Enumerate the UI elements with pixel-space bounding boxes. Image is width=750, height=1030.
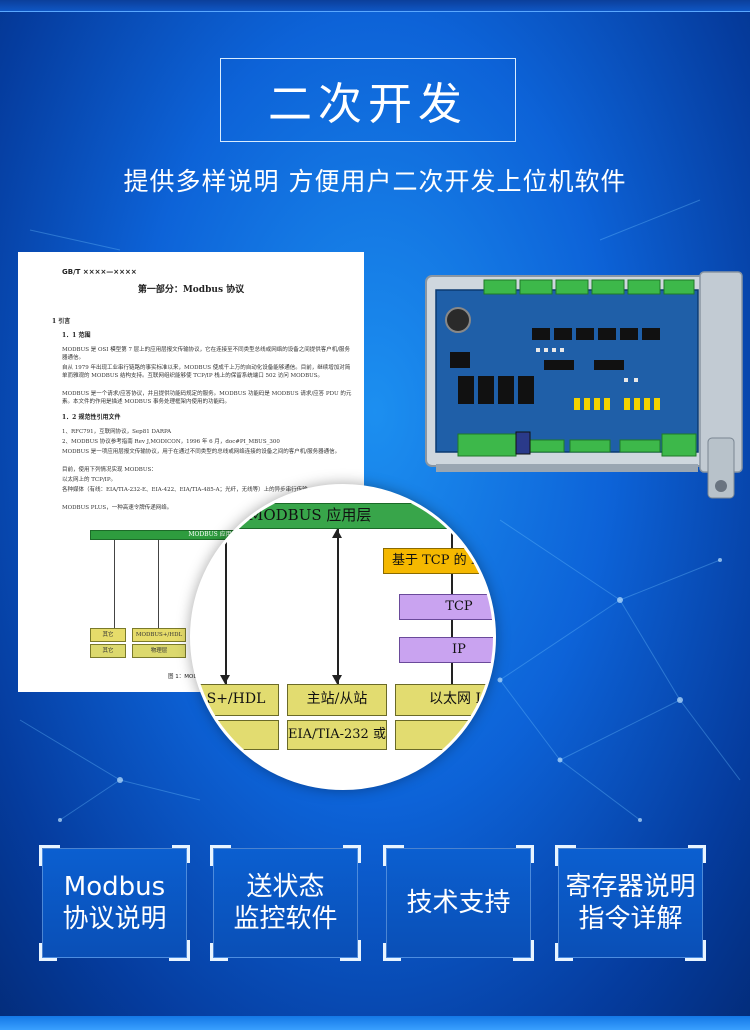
page-subtitle: 提供多样说明 方便用户二次开发上位机软件 xyxy=(123,167,627,196)
feature-label: 技术支持 xyxy=(406,888,511,918)
doc-section-1-1: 1．1 范围 xyxy=(62,332,91,339)
doc-part-title: 第一部分：Modbus 协议 xyxy=(137,285,245,295)
doc-diagram-box-phy: 物理层 xyxy=(132,644,186,658)
doc-para-8: MODBUS PLUS，一种高速令牌传递网络。 xyxy=(62,505,173,511)
mag-app-layer: MODBUS 应用层 xyxy=(223,503,493,529)
mag-tcp-based: 基于 TCP 的 Mo xyxy=(383,548,493,574)
doc-diagram-box-modbus-hdl: MODBUS+/HDL xyxy=(132,628,186,642)
doc-section-1: 1 引言 xyxy=(52,318,71,325)
doc-para-2: 自从 1979 年出现工业串行链路的事实标准以来，MODBUS 使成千上万的自动… xyxy=(62,365,351,379)
doc-diagram-box-other: 其它 xyxy=(90,628,126,642)
doc-para-6: 以太网上的 TCP/IP。 xyxy=(62,477,117,483)
mag-ip: IP xyxy=(399,637,493,663)
feature-label: 寄存器说明 指令详解 xyxy=(565,872,696,934)
mag-line xyxy=(451,529,453,548)
magnifier-lens: MODBUS 应用层 基于 TCP 的 Mo TCP IP S+/HDL 主站/… xyxy=(190,484,496,790)
doc-section-1-2: 1．2 规范性引用文件 xyxy=(62,414,121,421)
mag-line xyxy=(451,574,453,594)
mag-line xyxy=(225,529,227,684)
controller-board-image xyxy=(424,268,746,504)
page-title: 二次开发 xyxy=(220,58,516,142)
doc-diagram-box-other-2: 其它 xyxy=(90,644,126,658)
bottom-bar xyxy=(0,1016,750,1030)
mag-line xyxy=(451,620,453,637)
doc-diagram-line xyxy=(158,540,159,628)
doc-para-7: 各种媒体（有线：EIA/TIA-232-E、EIA-422、EIA/TIA-48… xyxy=(62,487,314,493)
feature-modbus-protocol[interactable]: Modbus 协议说明 xyxy=(39,845,190,961)
doc-ref-2: 2、MODBUS 协议参考指南 Rev J,MODICON，1996 年 6 月… xyxy=(62,439,280,445)
doc-para-5: 目前，使用下列情况实现 MODBUS： xyxy=(62,467,157,473)
doc-standard-number: GB/T ××××—×××× xyxy=(62,268,137,276)
doc-ref-1: 1、RFC791，互联网协议，Sep81 DARPA xyxy=(62,429,172,435)
mag-line xyxy=(337,529,339,684)
circuit-board-icon xyxy=(425,271,743,499)
feature-register-guide[interactable]: 寄存器说明 指令详解 xyxy=(555,845,706,961)
doc-para-1: MODBUS 是 OSI 模型第 7 层上的应用层报文传输协议，它在连接至不同类… xyxy=(62,347,351,361)
feature-label: 送状态 监控软件 xyxy=(233,872,338,934)
feature-tech-support[interactable]: 技术支持 xyxy=(383,845,534,961)
mag-tcp: TCP xyxy=(399,594,493,620)
feature-monitor-software[interactable]: 送状态 监控软件 xyxy=(210,845,361,961)
doc-diagram-line xyxy=(114,540,115,628)
mag-box-eia: EIA/TIA-232 或 xyxy=(287,720,387,750)
top-bar xyxy=(0,0,750,12)
feature-label: Modbus 协议说明 xyxy=(62,872,167,934)
mag-box-blank-2 xyxy=(395,720,493,750)
doc-para-3: MODBUS 是一个请求/应答协议，并且提供功能码规定的服务。MODBUS 功能… xyxy=(62,391,352,405)
mag-box-ethernet: 以太网 I xyxy=(395,684,493,716)
mag-arrow-up xyxy=(332,529,342,538)
mag-box-hdl: S+/HDL xyxy=(193,684,279,716)
doc-para-4: MODBUS 是一项应用层报文传输协议，用于在通过不同类型的总线或网络连接的设备… xyxy=(62,449,341,455)
mag-box-master-slave: 主站/从站 xyxy=(287,684,387,716)
mag-arrow-down xyxy=(332,675,342,684)
mag-line xyxy=(451,663,453,684)
mag-box-blank xyxy=(193,720,279,750)
mag-arrow-down xyxy=(220,675,230,684)
